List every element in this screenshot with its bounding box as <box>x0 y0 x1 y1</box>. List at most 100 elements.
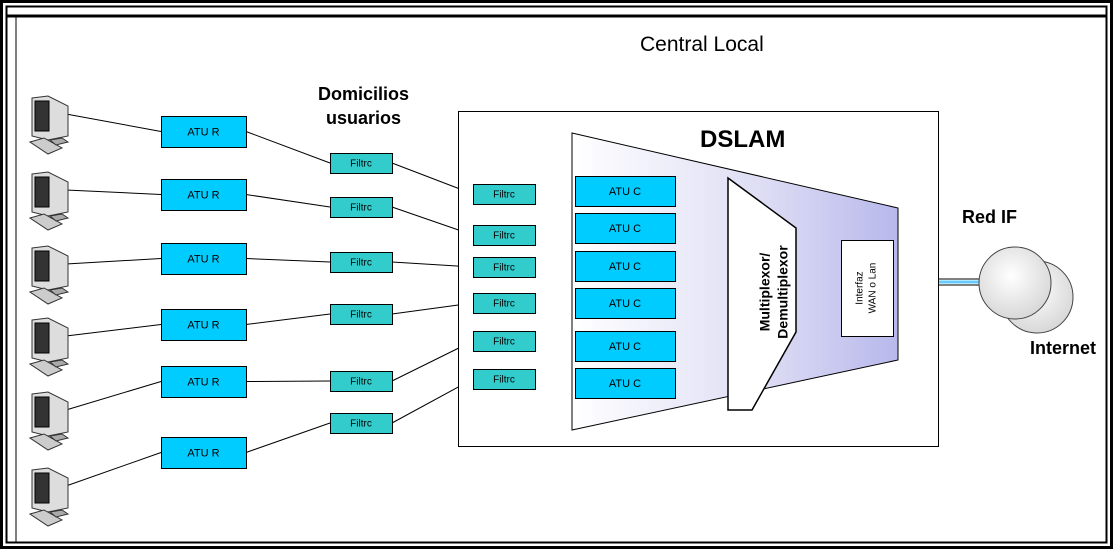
monitor-base <box>48 137 70 146</box>
atu-c-label: ATU C <box>609 261 641 273</box>
filtro-label: Filtrc <box>350 419 372 430</box>
filtro-box <box>473 184 536 205</box>
filtro-label: Filtrc <box>493 190 515 201</box>
filtro-label: Filtrc <box>350 310 372 321</box>
filtro-box <box>330 153 393 174</box>
filtro-label: Filtrc <box>493 299 515 310</box>
atu-r-label: ATU R <box>187 189 219 201</box>
filtro-box <box>330 304 393 325</box>
keyboard <box>28 433 64 451</box>
link-internet-fill <box>900 280 984 284</box>
keyboard <box>28 359 64 377</box>
monitor-screen <box>34 176 50 208</box>
interfaz-label: Interfaz <box>855 271 866 304</box>
filtro-box <box>330 252 393 273</box>
link-pc-atur <box>65 113 162 132</box>
atu-c-label: ATU C <box>609 298 641 310</box>
desktop-computer-icon <box>28 467 70 527</box>
atu-r-box <box>161 243 247 275</box>
filtro-box <box>473 225 536 246</box>
keyboard <box>28 509 64 527</box>
link-atur-filtro <box>245 313 331 325</box>
atu-c-box <box>575 288 676 319</box>
atu-r-box <box>161 116 247 148</box>
desktop-computer-icon <box>28 245 70 305</box>
dslam-title: DSLAM <box>700 126 786 153</box>
link-pc-atur <box>65 189 162 195</box>
interfaz-label: WAN o Lan <box>868 263 879 314</box>
keyboard <box>28 213 64 231</box>
filtro-box <box>330 371 393 392</box>
atu-r-box <box>161 309 247 341</box>
link-pc-atur <box>65 258 162 265</box>
keyboard <box>28 137 64 155</box>
atu-c-label: ATU C <box>609 223 641 235</box>
atu-r-label: ATU R <box>187 126 219 138</box>
filtro-label: Filtrc <box>493 231 515 242</box>
multiplexor-label: Multiplexor/ <box>757 253 773 332</box>
monitor-screen <box>34 322 50 354</box>
atu-r-label: ATU R <box>187 376 219 388</box>
keyboard <box>28 287 64 305</box>
atu-r-label: ATU R <box>187 319 219 331</box>
monitor-screen <box>34 472 50 504</box>
filtro-label: Filtrc <box>350 159 372 170</box>
desktop-computer-icon <box>28 171 70 231</box>
red-ip-label: Red IF <box>962 207 1018 227</box>
filtro-label: Filtrc <box>350 377 372 388</box>
monitor-screen <box>34 396 50 428</box>
link-atur-filtro <box>245 258 331 263</box>
monitor-screen <box>34 250 50 282</box>
atu-r-label: ATU R <box>187 447 219 459</box>
desktop-computer-icon <box>28 95 70 155</box>
atu-c-label: ATU C <box>609 341 641 353</box>
filtro-box <box>473 369 536 390</box>
link-atur-filtro <box>245 422 331 453</box>
filtro-label: Filtrc <box>350 258 372 269</box>
interfaz-wan-box <box>841 240 894 337</box>
multiplexor-label: Demultiplexor <box>775 245 791 339</box>
desktop-computer-icon <box>28 317 70 377</box>
link-atur-filtro <box>245 380 331 382</box>
monitor-base <box>48 359 70 368</box>
atu-r-box <box>161 437 247 469</box>
filtro-box <box>330 197 393 218</box>
internet-cloud-icon <box>978 246 1052 320</box>
atu-c-box <box>575 176 676 207</box>
monitor-base <box>48 509 70 518</box>
monitor-base <box>48 287 70 296</box>
atu-r-box <box>161 179 247 211</box>
filtro-label: Filtrc <box>493 337 515 348</box>
filtro-label: Filtrc <box>350 203 372 214</box>
filtro-label: Filtrc <box>493 263 515 274</box>
filtro-label: Filtrc <box>493 375 515 386</box>
filtro-box <box>473 331 536 352</box>
desktop-computer-icon <box>28 391 70 451</box>
atu-c-label: ATU C <box>609 378 641 390</box>
link-pc-atur <box>65 452 162 487</box>
monitor-base <box>48 213 70 222</box>
monitor-screen <box>34 100 50 132</box>
atu-c-box <box>575 331 676 362</box>
atu-r-label: ATU R <box>187 253 219 265</box>
link-atur-filtro <box>245 194 331 208</box>
domicilios-usuarios-label: Domicilios usuarios <box>318 84 410 128</box>
internet-label: Internet <box>1030 338 1097 358</box>
atu-r-box <box>161 366 247 398</box>
atu-c-box <box>575 213 676 244</box>
central-local-title: Central Local <box>640 33 764 56</box>
inner-frame <box>5 5 1108 544</box>
link-atur-filtro <box>245 131 331 164</box>
atu-c-box <box>575 251 676 282</box>
atu-c-box <box>575 368 676 399</box>
filtro-box <box>330 413 393 434</box>
atu-c-label: ATU C <box>609 186 641 198</box>
multiplexor-shape <box>727 176 797 411</box>
monitor-base <box>48 433 70 442</box>
link-pc-atur <box>65 324 162 337</box>
filtro-box <box>473 293 536 314</box>
filtro-box <box>473 257 536 278</box>
